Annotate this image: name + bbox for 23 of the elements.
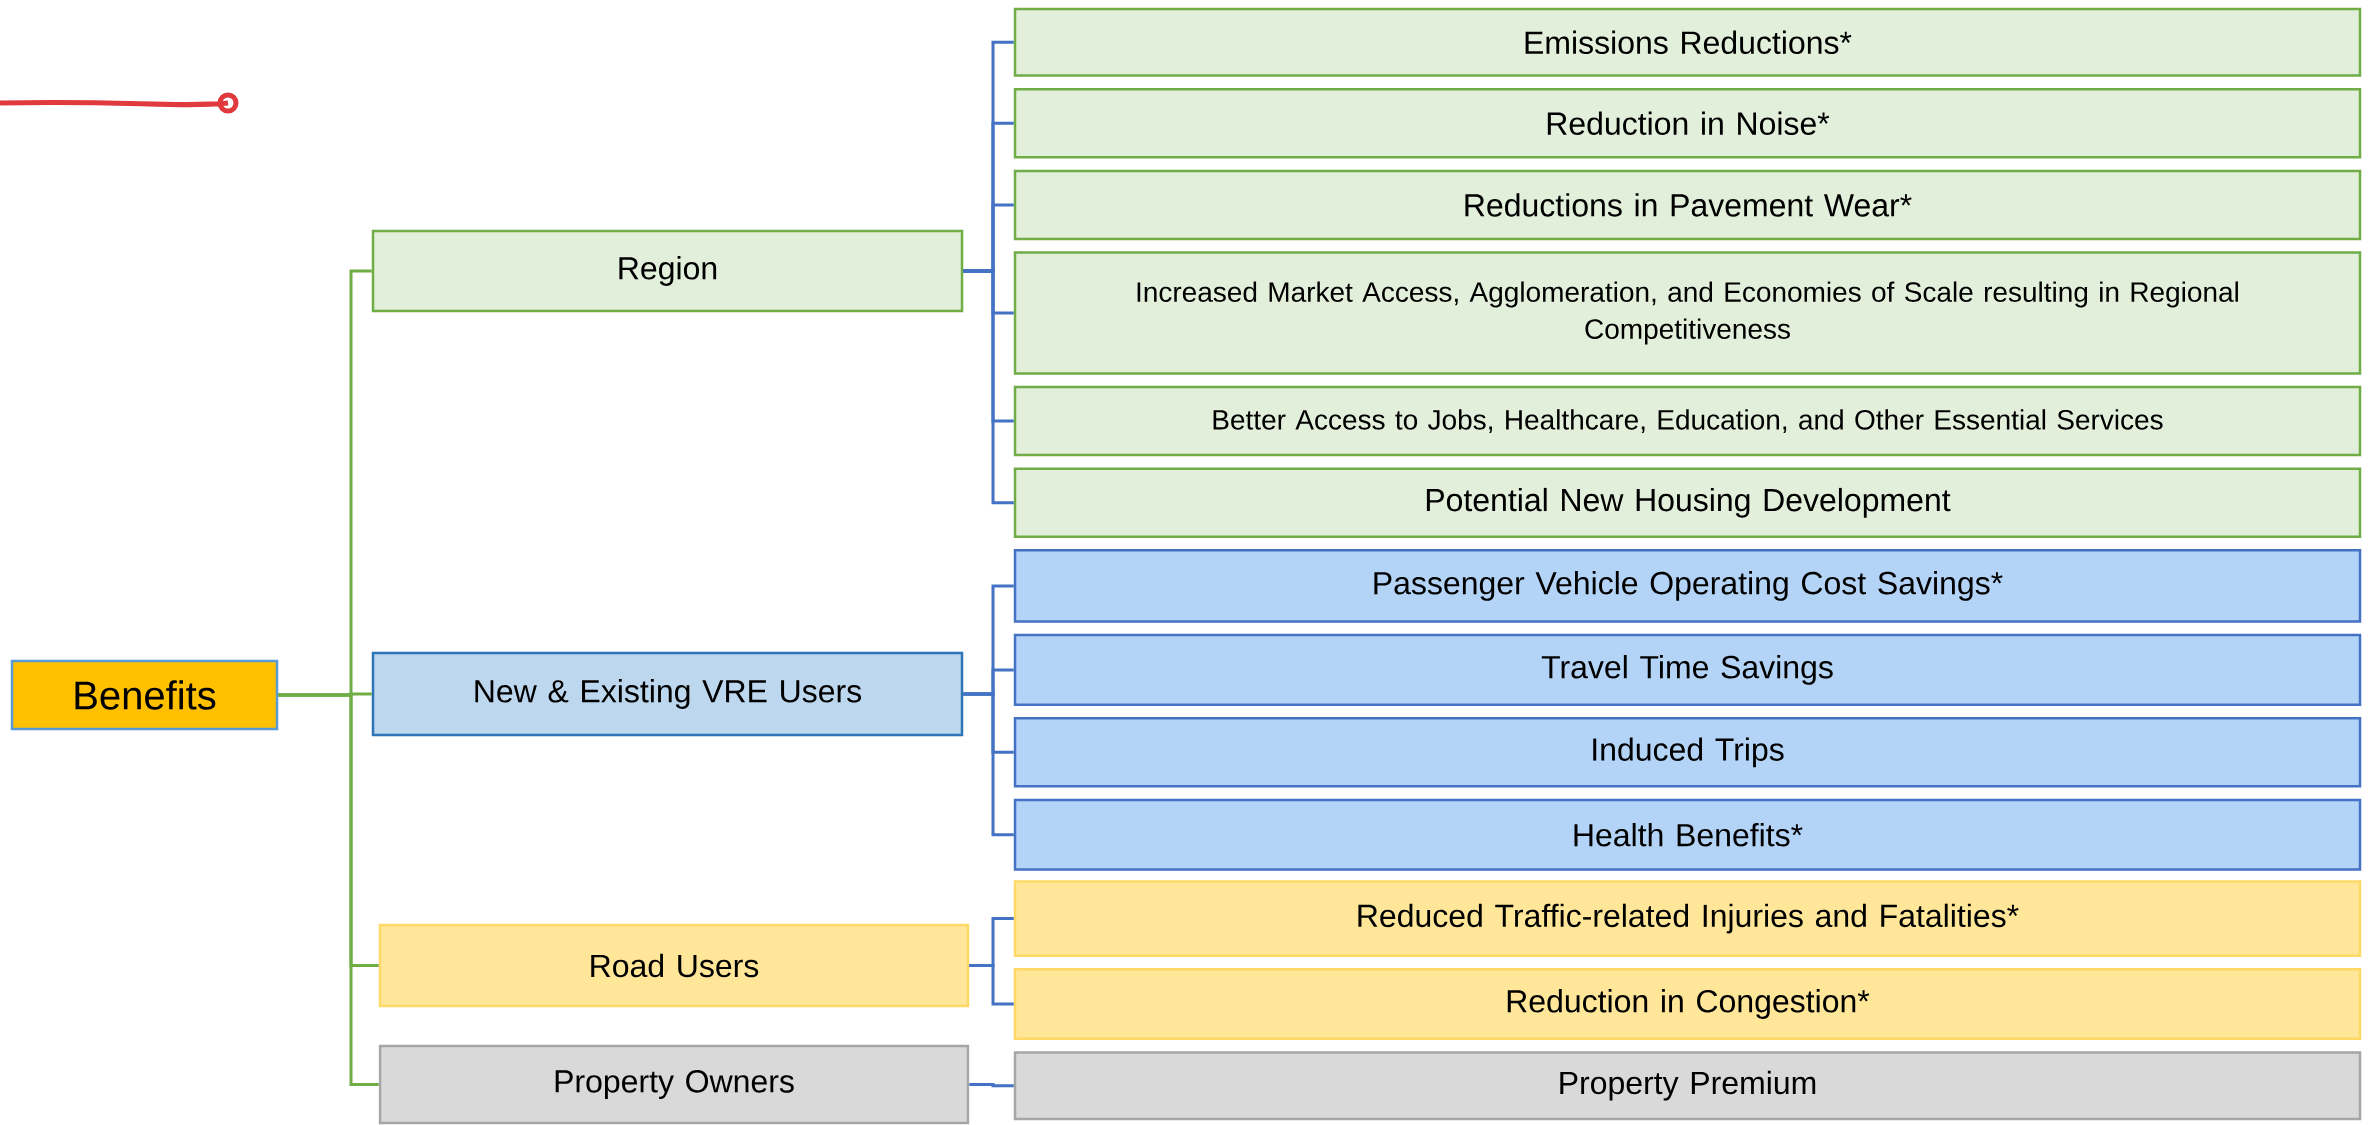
benefit-box: Health Benefits* <box>1013 798 2362 871</box>
benefit-box: Passenger Vehicle Operating Cost Savings* <box>1013 549 2362 623</box>
benefit-box: Reduction in Noise* <box>1013 87 2362 159</box>
benefit-box: Property Premium <box>1013 1051 2362 1121</box>
connector <box>963 269 1014 505</box>
benefit-box: Emissions Reductions* <box>1013 7 2362 77</box>
benefit-box: Potential New Housing Development <box>1013 467 2362 539</box>
category-box: New & Existing VRE Users <box>371 651 964 737</box>
category-box: Region <box>371 229 964 313</box>
connector <box>969 964 1014 1006</box>
benefit-box: Reductions in Pavement Wear* <box>1013 169 2362 241</box>
root-box: Benefits <box>10 659 279 731</box>
category-box: Property Owners <box>378 1044 970 1125</box>
category-box: Road Users <box>378 923 970 1008</box>
benefit-box: Increased Market Access, Agglomeration, and Economies of Scale resulting in Regional Competitiveness <box>1013 251 2362 375</box>
benefit-box: Travel Time Savings <box>1013 633 2362 706</box>
benefit-box: Induced Trips <box>1013 717 2362 788</box>
benefit-box: Reduction in Congestion* <box>1013 967 2362 1041</box>
connector <box>278 693 379 1086</box>
connector <box>969 1083 1014 1088</box>
connector <box>963 692 1014 837</box>
benefit-box: Reduced Traffic-related Injuries and Fatalities* <box>1013 880 2362 957</box>
benefit-box: Better Access to Jobs, Healthcare, Education, and Other Essential Services <box>1013 385 2362 457</box>
